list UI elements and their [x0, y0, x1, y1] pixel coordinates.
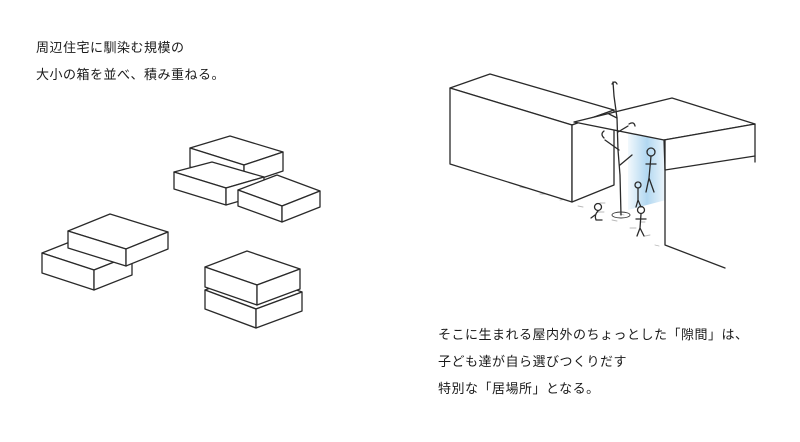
box-group-top	[173, 135, 321, 223]
caption-text: そこに生まれる屋内外のちょっとした「隙間」は、 子ども達が自ら選びつくりだす 特…	[438, 322, 749, 403]
child-figures	[590, 147, 657, 237]
caption-line-3: 特別な「居場所」となる。	[438, 382, 600, 397]
box-center-upper	[204, 250, 301, 306]
box-left-upper	[67, 213, 169, 267]
box-group-center	[204, 250, 303, 329]
caption-line-2: 子ども達が自ら選びつくりだす	[438, 355, 628, 370]
intro-text: 周辺住宅に馴染む規模の 大小の箱を並べ、積み重ねる。	[36, 35, 225, 89]
tree	[601, 81, 636, 219]
building-perspective-sketch	[449, 73, 756, 269]
intro-line-1: 周辺住宅に馴染む規模の	[36, 41, 185, 56]
intro-line-2: 大小の箱を並べ、積み重ねる。	[36, 68, 226, 83]
caption-line-1: そこに生まれる屋内外のちょっとした「隙間」は、	[438, 328, 749, 343]
box-group-left	[41, 213, 169, 291]
box-top-right	[237, 174, 321, 223]
